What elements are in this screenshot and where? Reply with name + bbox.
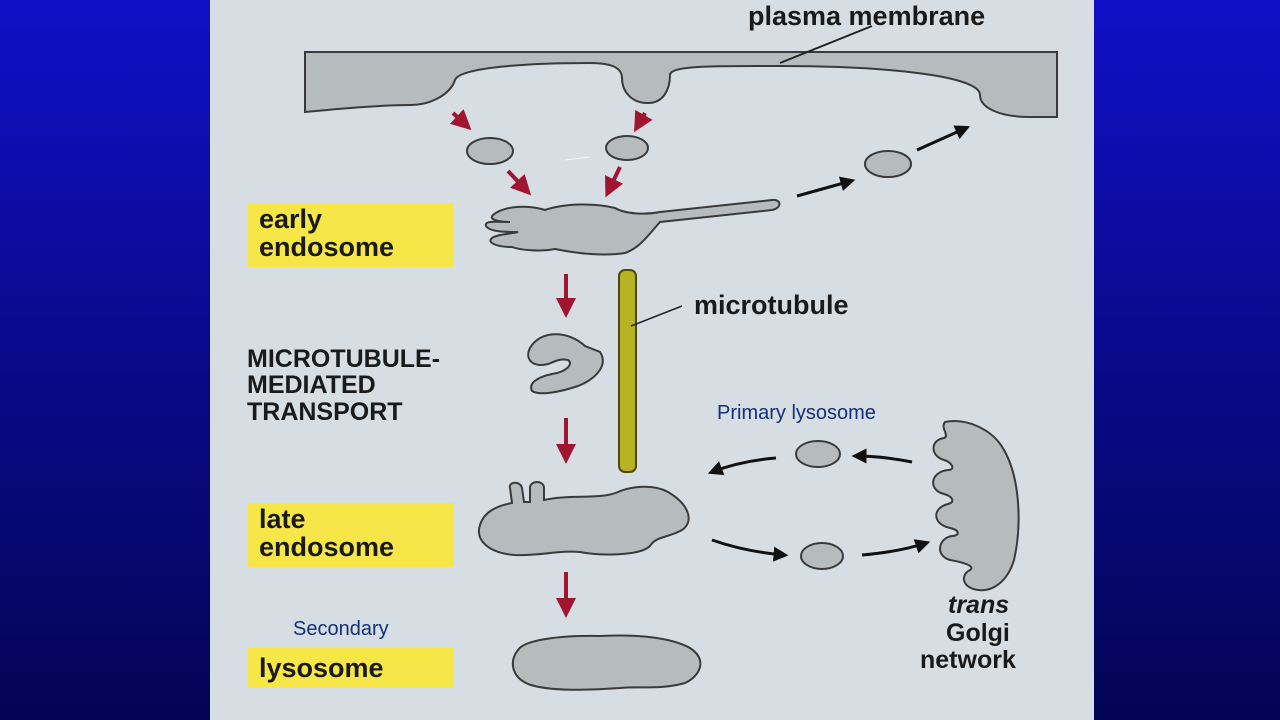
endocytic-vesicle-left <box>466 137 514 165</box>
black-arrow <box>851 448 913 464</box>
black-arrow <box>711 538 789 562</box>
early-endosome <box>484 198 781 256</box>
lysosome-label-bg <box>248 648 454 688</box>
secondary-lysosome <box>511 634 702 691</box>
red-arrow <box>634 109 653 133</box>
early-endosome-label-line1: early <box>259 204 322 234</box>
early-endosome-label-line2: endosome <box>259 232 394 262</box>
red-arrow <box>506 169 532 196</box>
microtubule-leader-line <box>630 305 683 327</box>
network-label: network <box>920 646 1016 674</box>
endocytic-vesicle-right <box>605 135 649 161</box>
plasma-membrane-label: plasma membrane <box>748 1 985 31</box>
plasma-membrane-leader-line <box>779 25 873 64</box>
microtubule-label: microtubule <box>694 290 849 320</box>
trans-golgi-network <box>932 420 1020 592</box>
lysosome-label: lysosome <box>259 653 384 683</box>
primary-lysosome-vesicle <box>795 440 841 468</box>
late-endosome-label-line1: late <box>259 504 306 534</box>
transport-label-line3: TRANSPORT <box>247 398 403 426</box>
red-arrow <box>605 166 624 198</box>
secondary-annotation: Secondary <box>293 618 389 640</box>
golgi-bound-vesicle <box>800 542 844 570</box>
late-endosome-label-line2: endosome <box>259 532 394 562</box>
trans-label: trans <box>948 591 1009 619</box>
black-arrow <box>861 539 931 557</box>
transport-endosome <box>527 333 604 395</box>
recycling-vesicle <box>864 150 912 178</box>
late-endosome-label-bg <box>248 503 454 567</box>
black-arrow <box>916 125 971 152</box>
golgi-label: Golgi <box>946 619 1010 647</box>
transport-label-line1: MICROTUBULE- <box>247 345 440 373</box>
transport-label-line2: MEDIATED <box>247 371 376 399</box>
early-endosome-label-bg <box>248 203 454 267</box>
primary-lysosome-annotation: Primary lysosome <box>717 402 876 424</box>
red-arrow <box>449 109 472 131</box>
plasma-membrane <box>304 51 1058 118</box>
microtubule <box>618 269 637 473</box>
late-endosome <box>477 481 690 557</box>
black-arrow <box>796 176 856 198</box>
black-arrow <box>707 456 777 476</box>
